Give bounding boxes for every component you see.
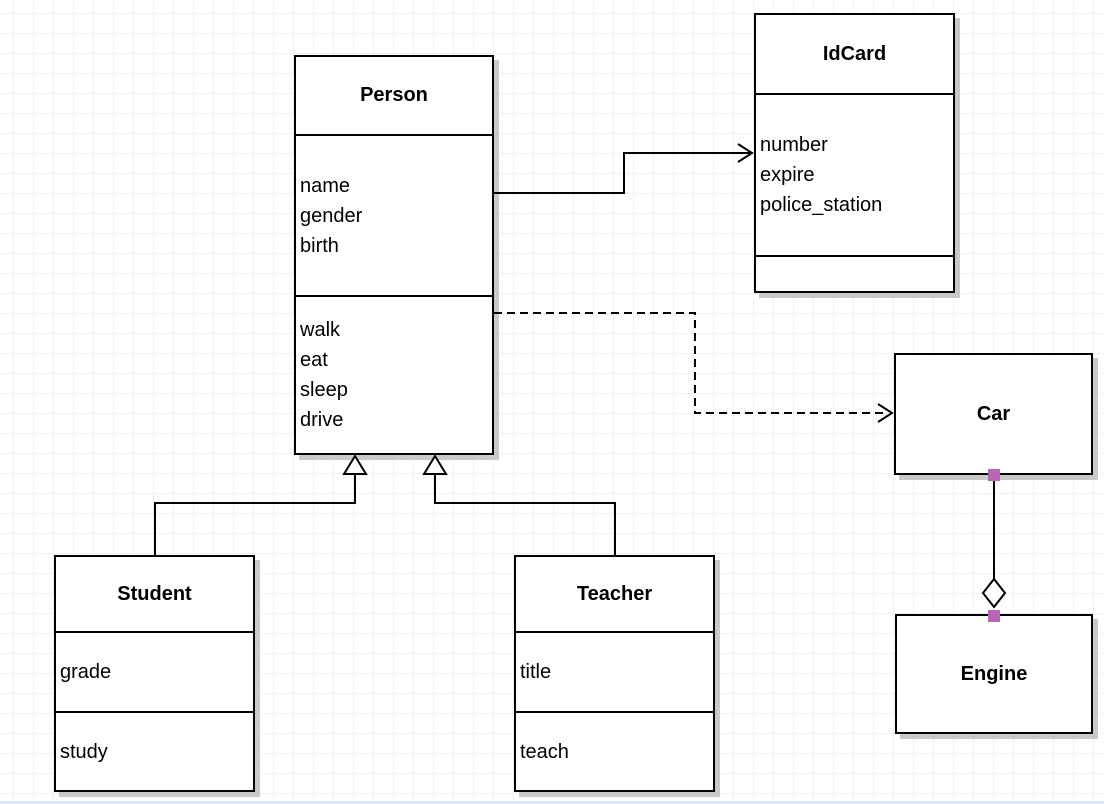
connector-line	[494, 152, 750, 194]
class-title-engine: Engine	[960, 662, 1028, 685]
hollow-triangle-arrowhead-icon	[422, 454, 448, 475]
canvas-bottom-edge	[0, 801, 1104, 804]
class-title-car: Car	[976, 402, 1011, 425]
attribute-row: number	[760, 134, 828, 156]
method-row: study	[60, 740, 108, 763]
class-box-engine[interactable]: Engine	[895, 614, 1093, 734]
class-box-person[interactable]: Person name gender birth walk eat sleep …	[294, 55, 494, 455]
attribute-row: title	[520, 661, 552, 683]
class-box-idcard[interactable]: IdCard number expire police_station	[754, 13, 955, 293]
connector-line	[154, 474, 356, 555]
class-title-teacher: Teacher	[516, 557, 713, 633]
open-arrowhead-icon	[737, 143, 754, 163]
attributes-section: grade	[56, 633, 253, 713]
class-box-car[interactable]: Car	[894, 353, 1093, 475]
hollow-diamond-arrowhead-icon	[981, 577, 1007, 609]
attributes-section: title	[516, 633, 713, 713]
attributes-section: number expire police_station	[756, 95, 953, 257]
connector-generalization-teacher-person[interactable]	[422, 454, 616, 555]
methods-section: teach	[516, 713, 713, 790]
class-box-student[interactable]: Student grade study	[54, 555, 255, 792]
class-box-teacher[interactable]: Teacher title teach	[514, 555, 715, 792]
methods-section: study	[56, 713, 253, 790]
class-title-person: Person	[296, 57, 492, 136]
method-row: walk	[300, 319, 341, 341]
methods-section: walk eat sleep drive	[296, 297, 492, 453]
attribute-row: name	[300, 174, 351, 197]
connector-association-person-idcard[interactable]	[494, 143, 754, 194]
open-arrowhead-icon	[877, 403, 894, 423]
attribute-row: expire	[760, 164, 815, 186]
attribute-row: gender	[300, 204, 363, 227]
methods-section-empty	[756, 257, 953, 291]
connector-dependency-person-car[interactable]	[494, 312, 894, 423]
method-row: drive	[300, 409, 344, 431]
class-title-idcard: IdCard	[756, 15, 953, 95]
connector-line	[434, 474, 616, 555]
attribute-row: birth	[300, 234, 339, 257]
attributes-section: name gender birth	[296, 136, 492, 297]
method-row: sleep	[300, 379, 348, 401]
method-row: eat	[300, 349, 328, 371]
connector-line-dashed	[494, 312, 887, 414]
method-row: teach	[520, 740, 569, 763]
attribute-row: police_station	[760, 194, 883, 216]
class-title-student: Student	[56, 557, 253, 633]
connector-generalization-student-person[interactable]	[154, 454, 368, 555]
hollow-triangle-arrowhead-icon	[342, 454, 368, 475]
attribute-row: grade	[60, 661, 112, 683]
connector-aggregation-car-engine[interactable]	[981, 469, 1007, 622]
